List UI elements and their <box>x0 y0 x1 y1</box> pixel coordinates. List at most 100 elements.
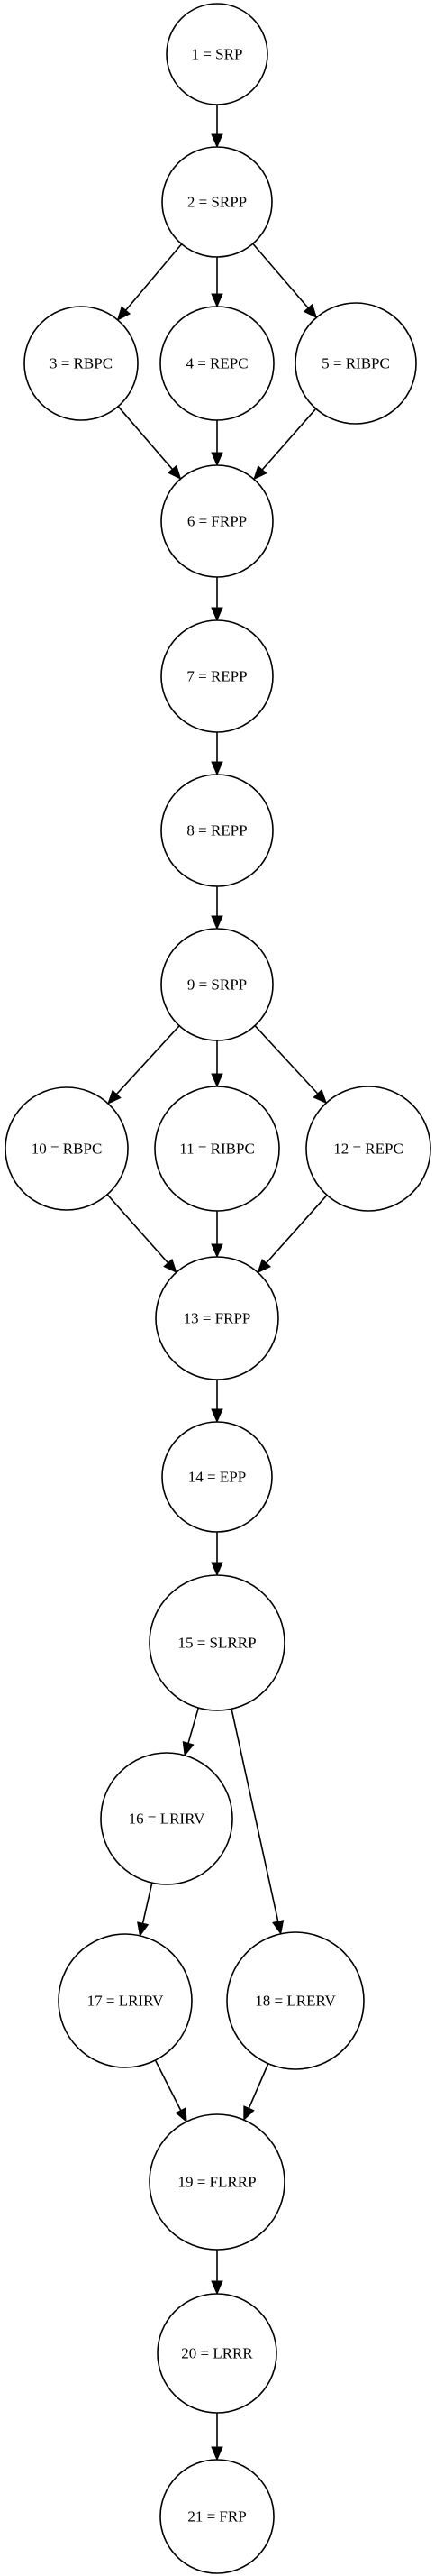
node-18: 18 = LRERV <box>226 1931 365 2070</box>
edge-18-to-19 <box>243 2063 269 2122</box>
node-circle <box>160 774 274 887</box>
node-circle <box>295 302 417 425</box>
edge-10-to-13 <box>106 1194 177 1274</box>
arrowhead <box>211 1073 223 1088</box>
node-12: 12 = REPC <box>305 1086 431 1212</box>
edge-9-to-11 <box>211 1040 223 1088</box>
edge-line <box>254 1025 319 1095</box>
arrowhead <box>243 2105 255 2122</box>
node-circle <box>159 2459 275 2574</box>
node-label: 13 = FRPP <box>184 1310 251 1327</box>
arrowhead <box>182 1741 195 1757</box>
edge-14-to-15 <box>211 1532 223 1577</box>
edges-layer <box>106 105 328 2461</box>
node-label: 16 = LRIRV <box>129 1811 205 1828</box>
edge-line <box>231 1709 279 1922</box>
node-circle <box>160 464 274 578</box>
node-label: 17 = LRIRV <box>87 1993 164 2010</box>
arrowhead <box>211 133 223 149</box>
node-label: 2 = SRPP <box>187 194 247 211</box>
node-label: 21 = FRP <box>187 2508 246 2526</box>
edge-2-to-5 <box>252 243 318 319</box>
node-circle <box>100 1752 233 1885</box>
node-label: 5 = RIBPC <box>322 355 390 372</box>
edge-line <box>115 1025 180 1095</box>
node-13: 13 = FRPP <box>155 1256 279 1380</box>
node-label: 14 = EPP <box>188 1469 246 1486</box>
edge-13-to-14 <box>211 1380 223 1424</box>
edge-line <box>125 243 183 311</box>
arrowhead <box>175 2107 187 2123</box>
node-label: 20 = LRRR <box>181 2345 253 2362</box>
node-label: 12 = REPC <box>333 1141 403 1158</box>
node-circle <box>160 928 274 1041</box>
arrowhead <box>137 1921 150 1938</box>
arrowhead <box>253 465 267 481</box>
arrowhead <box>211 1562 223 1577</box>
node-circle <box>160 619 274 733</box>
nodes-layer: 1 = SRP 2 = SRPP 3 = RBPC 4 = REPC 5 = RIBPC… <box>5 3 431 2574</box>
node-circle <box>226 1931 365 2070</box>
edge-7-to-8 <box>211 732 223 776</box>
node-label: 15 = SLRRP <box>177 1635 256 1652</box>
node-circle <box>161 1421 273 1533</box>
edge-line <box>154 2059 182 2111</box>
node-label: 1 = SRP <box>192 46 243 63</box>
edge-15-to-16 <box>182 1707 200 1757</box>
edge-8-to-9 <box>211 886 223 930</box>
node-label: 10 = RBPC <box>32 1141 103 1158</box>
edge-2-to-3 <box>116 243 183 321</box>
node-10: 10 = RBPC <box>5 1086 129 1211</box>
node-circle <box>161 146 273 258</box>
edge-line <box>106 1194 169 1264</box>
arrowhead <box>107 1089 122 1105</box>
arrowhead <box>211 607 223 622</box>
node-1: 1 = SRP <box>166 3 268 105</box>
arrowhead <box>257 1258 272 1274</box>
edge-line <box>252 243 309 309</box>
node-label: 11 = RIBPC <box>179 1141 255 1158</box>
edge-1-to-2 <box>211 105 223 149</box>
arrowhead <box>313 1089 328 1105</box>
arrowhead <box>211 1243 223 1259</box>
node-circle <box>23 306 139 421</box>
node-6: 6 = FRPP <box>160 464 274 578</box>
arrowhead <box>167 464 182 481</box>
node-label: 7 = REPP <box>186 668 247 685</box>
node-4: 4 = REPC <box>159 306 275 421</box>
node-label: 3 = RBPC <box>50 355 113 372</box>
node-14: 14 = EPP <box>161 1421 273 1533</box>
edge-2-to-4 <box>211 257 223 308</box>
node-circle <box>149 2113 285 2251</box>
node-label: 18 = LRERV <box>255 1993 336 2010</box>
edge-12-to-13 <box>257 1194 328 1274</box>
edge-19-to-20 <box>211 2250 223 2296</box>
node-19: 19 = FLRRP <box>149 2113 285 2251</box>
node-circle <box>159 306 275 421</box>
edge-5-to-6 <box>253 408 317 481</box>
node-circle <box>166 3 268 105</box>
arrowhead <box>211 452 223 467</box>
arrowhead <box>211 915 223 930</box>
node-16: 16 = LRIRV <box>100 1752 233 1885</box>
arrowhead <box>211 761 223 776</box>
edge-20-to-21 <box>211 2413 223 2461</box>
node-label: 19 = FLRRP <box>177 2174 256 2191</box>
edge-line <box>141 1883 153 1924</box>
arrowhead <box>211 2446 223 2461</box>
edge-line <box>187 1707 200 1744</box>
node-8: 8 = REPP <box>160 774 274 887</box>
edge-15-to-18 <box>231 1709 285 1936</box>
node-circle <box>5 1086 129 1211</box>
edge-line <box>266 1194 328 1264</box>
edge-line <box>248 2063 269 2109</box>
node-label: 9 = SRPP <box>187 976 247 994</box>
edge-9-to-12 <box>254 1025 328 1105</box>
node-15: 15 = SLRRP <box>149 1574 285 1711</box>
edge-9-to-10 <box>107 1025 180 1105</box>
node-label: 4 = REPC <box>186 355 248 372</box>
edge-6-to-7 <box>211 577 223 622</box>
arrowhead <box>116 306 131 321</box>
node-circle <box>154 1086 280 1212</box>
